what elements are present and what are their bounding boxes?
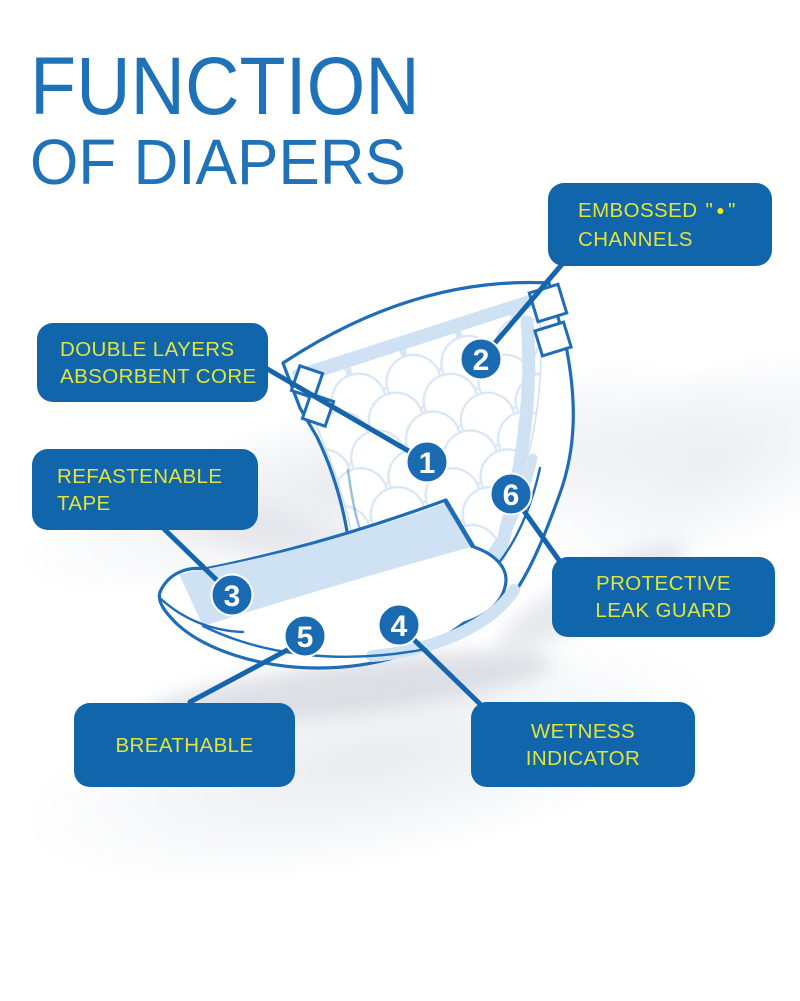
marker-2: 2 (459, 337, 503, 381)
callout-text-line: PROTECTIVE (596, 572, 731, 595)
open-quote: " (705, 198, 714, 222)
diaper-function-infographic: { "title": { "line1": "FUNCTION", "line2… (0, 41, 800, 1001)
connector-double-layers (261, 364, 427, 463)
title-line-2: OF DIAPERS (30, 126, 406, 198)
marker-5: 5 (283, 614, 327, 658)
flap-fold-line (159, 597, 245, 634)
callout-text-line: TAPE (57, 491, 111, 515)
svg-text:2: 2 (473, 344, 490, 377)
callout-refastenable-tape: REFASTENABLE TAPE (32, 449, 258, 530)
callout-text-line: BREATHABLE (115, 733, 254, 757)
svg-text:6: 6 (503, 479, 520, 512)
callout-embossed-line-1: EMBOSSED "●" (578, 197, 738, 226)
svg-text:5: 5 (297, 621, 314, 654)
callout-wetness-indicator: WETNESS INDICATOR (471, 702, 695, 787)
callout-embossed-line-2: CHANNELS (578, 227, 693, 251)
callout-embossed-word: EMBOSSED (578, 198, 698, 222)
number-markers: 1 2 3 4 5 6 (210, 337, 533, 658)
callout-embossed-channels: EMBOSSED "●" CHANNELS (548, 183, 772, 266)
bullet-dot: ● (716, 201, 726, 218)
callout-protective-leak-guard: PROTECTIVE LEAK GUARD (552, 557, 775, 637)
callout-text-line: DOUBLE LAYERS (60, 337, 235, 361)
svg-text:3: 3 (224, 580, 241, 613)
svg-text:4: 4 (391, 610, 408, 643)
marker-4: 4 (377, 603, 421, 647)
callout-double-layers-absorbent-core: DOUBLE LAYERS ABSORBENT CORE (37, 323, 268, 402)
connector-wetness (399, 625, 483, 707)
page-title: FUNCTION OF DIAPERS (30, 41, 454, 198)
connector-embossed (480, 259, 567, 360)
callout-breathable: BREATHABLE (74, 703, 295, 787)
svg-text:1: 1 (419, 447, 436, 480)
marker-6: 6 (489, 472, 533, 516)
marker-3: 3 (210, 573, 254, 617)
diaper-illustration: 1 2 3 4 5 6 (118, 259, 686, 724)
callout-text-line: REFASTENABLE (57, 464, 223, 488)
close-quote: " (728, 198, 736, 222)
callout-text-line: LEAK GUARD (595, 599, 732, 622)
callout-text-line: INDICATOR (525, 746, 641, 770)
callout-text-line: ABSORBENT CORE (60, 364, 257, 388)
callout-text-line: WETNESS (530, 719, 636, 743)
marker-1: 1 (405, 440, 449, 484)
title-line-1: FUNCTION (30, 41, 420, 132)
